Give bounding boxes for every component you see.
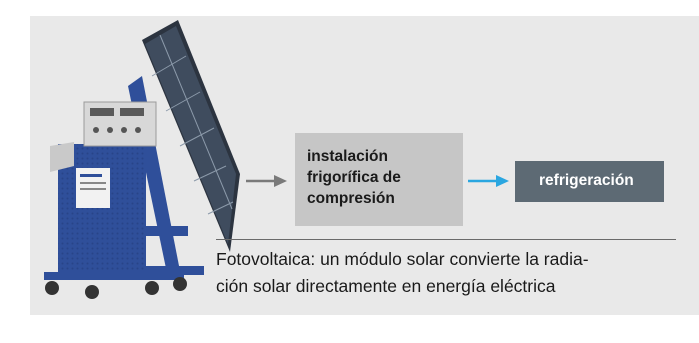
result-box: refrigeración — [515, 161, 664, 202]
base-icon — [44, 272, 184, 280]
caption-line: Fotovoltaica: un módulo solar convierte … — [216, 249, 589, 269]
control-unit-icon — [83, 101, 157, 147]
process-box-line: instalación — [307, 148, 388, 165]
process-box-line: compresión — [307, 190, 395, 207]
solar-panel-icon — [142, 20, 240, 252]
arrow-right-gray-icon — [246, 175, 287, 187]
process-box: instalación frigorífica de compresión — [295, 133, 463, 226]
caption-line: ción solar directamente en energía eléct… — [216, 276, 556, 296]
result-box-label: refrigeración — [539, 172, 634, 189]
wheel-icon — [45, 277, 187, 299]
tray-icon — [50, 142, 74, 172]
arrow-right-blue-icon — [468, 175, 509, 187]
solar-trainer-image — [44, 20, 240, 299]
caption: Fotovoltaica: un módulo solar convierte … — [216, 239, 676, 300]
process-box-line: frigorífica de — [307, 169, 401, 186]
